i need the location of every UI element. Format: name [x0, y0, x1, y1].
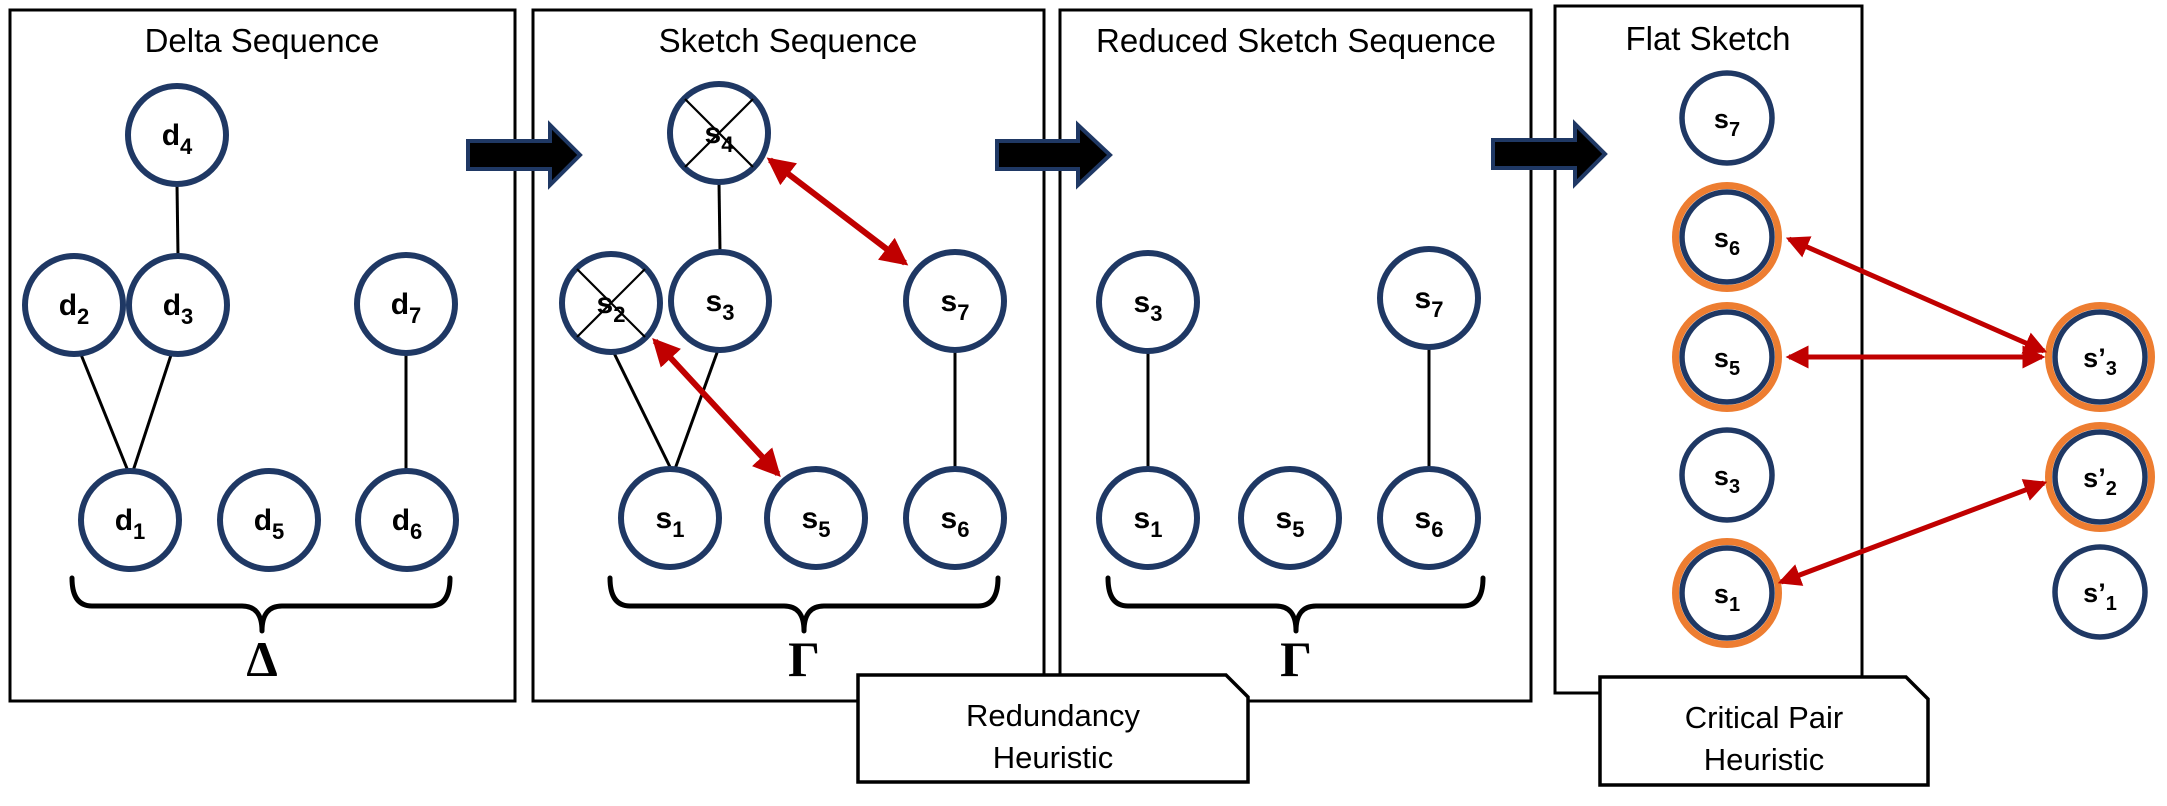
panel-title: Delta Sequence — [145, 22, 380, 59]
node-d6: d6 — [355, 468, 459, 572]
svg-text:s’1: s’1 — [2083, 578, 2117, 615]
svg-text:s7: s7 — [1415, 282, 1444, 322]
callout-line1: Redundancy — [966, 698, 1141, 733]
svg-text:d4: d4 — [162, 119, 193, 159]
flow-arrow-icon-3 — [1491, 119, 1608, 189]
node-s1: s1 — [1096, 466, 1200, 570]
panel-sketch-sequence: Sketch Sequence Γ s4 s2 s3 — [531, 8, 1046, 703]
edge-s4-s3 — [717, 181, 722, 253]
svg-text:d5: d5 — [254, 504, 285, 544]
node-s5: s5 — [1238, 466, 1342, 570]
svg-text:s3: s3 — [706, 285, 735, 325]
set-symbol-gamma: Γ — [788, 631, 820, 687]
panel-border — [531, 8, 1046, 703]
panel-title: Flat Sketch — [1625, 20, 1790, 57]
node-s5-highlighted: s5 — [1672, 302, 1782, 412]
svg-text:d2: d2 — [59, 289, 90, 329]
callout-redundancy-heuristic: Redundancy Heuristic — [856, 673, 1250, 784]
x-mark-icon — [576, 268, 646, 338]
svg-text:s’3: s’3 — [2083, 343, 2117, 380]
callout-critical-pair-heuristic: Critical Pair Heuristic — [1598, 675, 1930, 787]
node-s6-highlighted: s6 — [1672, 182, 1782, 292]
svg-text:s1: s1 — [1134, 502, 1163, 542]
node-d4: d4 — [125, 83, 229, 187]
node-s-prime-2-highlighted: s’2 — [2045, 422, 2155, 532]
panel-title: Reduced Sketch Sequence — [1096, 22, 1496, 59]
svg-text:s2: s2 — [597, 287, 626, 327]
node-s7: s7 — [1377, 246, 1481, 350]
critical-pair-arrow-s1-sp2 — [1777, 479, 2048, 586]
critical-pair-arrow-s6-sp3 — [1785, 236, 2048, 354]
callout-box — [856, 673, 1250, 784]
svg-text:s5: s5 — [1276, 502, 1305, 542]
node-s5: s5 — [764, 466, 868, 570]
redundancy-arrow-s4-s7 — [766, 157, 909, 266]
node-d2: d2 — [22, 253, 126, 357]
node-s1-highlighted: s1 — [1672, 538, 1782, 648]
callout-line2: Heuristic — [1704, 742, 1825, 777]
node-s1: s1 — [618, 466, 722, 570]
svg-text:s7: s7 — [1714, 104, 1740, 141]
brace-delta — [69, 575, 453, 634]
svg-text:s6: s6 — [941, 502, 970, 542]
flow-arrow-icon-2 — [995, 120, 1113, 190]
x-mark-icon — [684, 98, 754, 168]
node-s3: s3 — [1679, 427, 1775, 523]
node-d7: d7 — [354, 252, 458, 356]
edge-d2-d1 — [78, 351, 130, 472]
node-s4-crossed: s4 — [667, 81, 771, 185]
node-s-prime-3-highlighted: s’3 — [2045, 302, 2155, 412]
svg-text:d3: d3 — [163, 289, 194, 329]
callout-line1: Critical Pair — [1685, 700, 1843, 735]
panel-border — [1058, 8, 1533, 703]
panel-title: Sketch Sequence — [659, 22, 918, 59]
edge-d4-d3 — [175, 183, 180, 257]
svg-text:s’2: s’2 — [2083, 463, 2117, 500]
brace-gamma — [607, 575, 1001, 634]
node-d1: d1 — [78, 468, 182, 572]
redundancy-arrow-s2-s5 — [652, 337, 781, 478]
node-s3: s3 — [1096, 250, 1200, 354]
svg-text:s6: s6 — [1415, 502, 1444, 542]
brace-gamma — [1105, 575, 1486, 634]
node-d3: d3 — [126, 253, 230, 357]
edge-d3-d1 — [131, 351, 174, 472]
set-symbol-delta: Δ — [246, 631, 277, 687]
node-s7: s7 — [903, 249, 1007, 353]
node-s6: s6 — [1377, 466, 1481, 570]
svg-text:s4: s4 — [705, 117, 735, 157]
svg-text:d7: d7 — [391, 288, 422, 328]
svg-text:s3: s3 — [1134, 286, 1163, 326]
svg-text:d6: d6 — [392, 504, 423, 544]
panel-border — [8, 8, 517, 703]
callout-box — [1598, 675, 1930, 787]
flow-arrow-icon-1 — [466, 120, 583, 190]
svg-text:s1: s1 — [1714, 579, 1740, 616]
panel-flat-sketch: Flat Sketch s7 s6 s5 s3 s1 s’3 — [1553, 4, 2155, 695]
panel-delta-sequence: Delta Sequence Δ d4 d2 d3 d7 d1 d5 — [8, 8, 517, 703]
panel-reduced-sketch-sequence: Reduced Sketch Sequence Γ s3 s7 s1 s5 s6 — [1058, 8, 1533, 703]
node-s-prime-1: s’1 — [2052, 544, 2148, 640]
node-s7: s7 — [1679, 70, 1775, 166]
callout-line2: Heuristic — [993, 740, 1114, 775]
svg-text:s5: s5 — [802, 502, 831, 542]
svg-text:s7: s7 — [941, 285, 970, 325]
node-s2-crossed: s2 — [559, 251, 663, 355]
node-s6: s6 — [903, 466, 1007, 570]
svg-text:s5: s5 — [1714, 343, 1740, 380]
svg-text:s6: s6 — [1714, 223, 1740, 260]
set-symbol-gamma: Γ — [1280, 631, 1312, 687]
node-s3: s3 — [668, 249, 772, 353]
svg-text:s3: s3 — [1714, 461, 1740, 498]
node-d5: d5 — [217, 468, 321, 572]
svg-text:s1: s1 — [656, 502, 685, 542]
svg-text:d1: d1 — [115, 504, 146, 544]
